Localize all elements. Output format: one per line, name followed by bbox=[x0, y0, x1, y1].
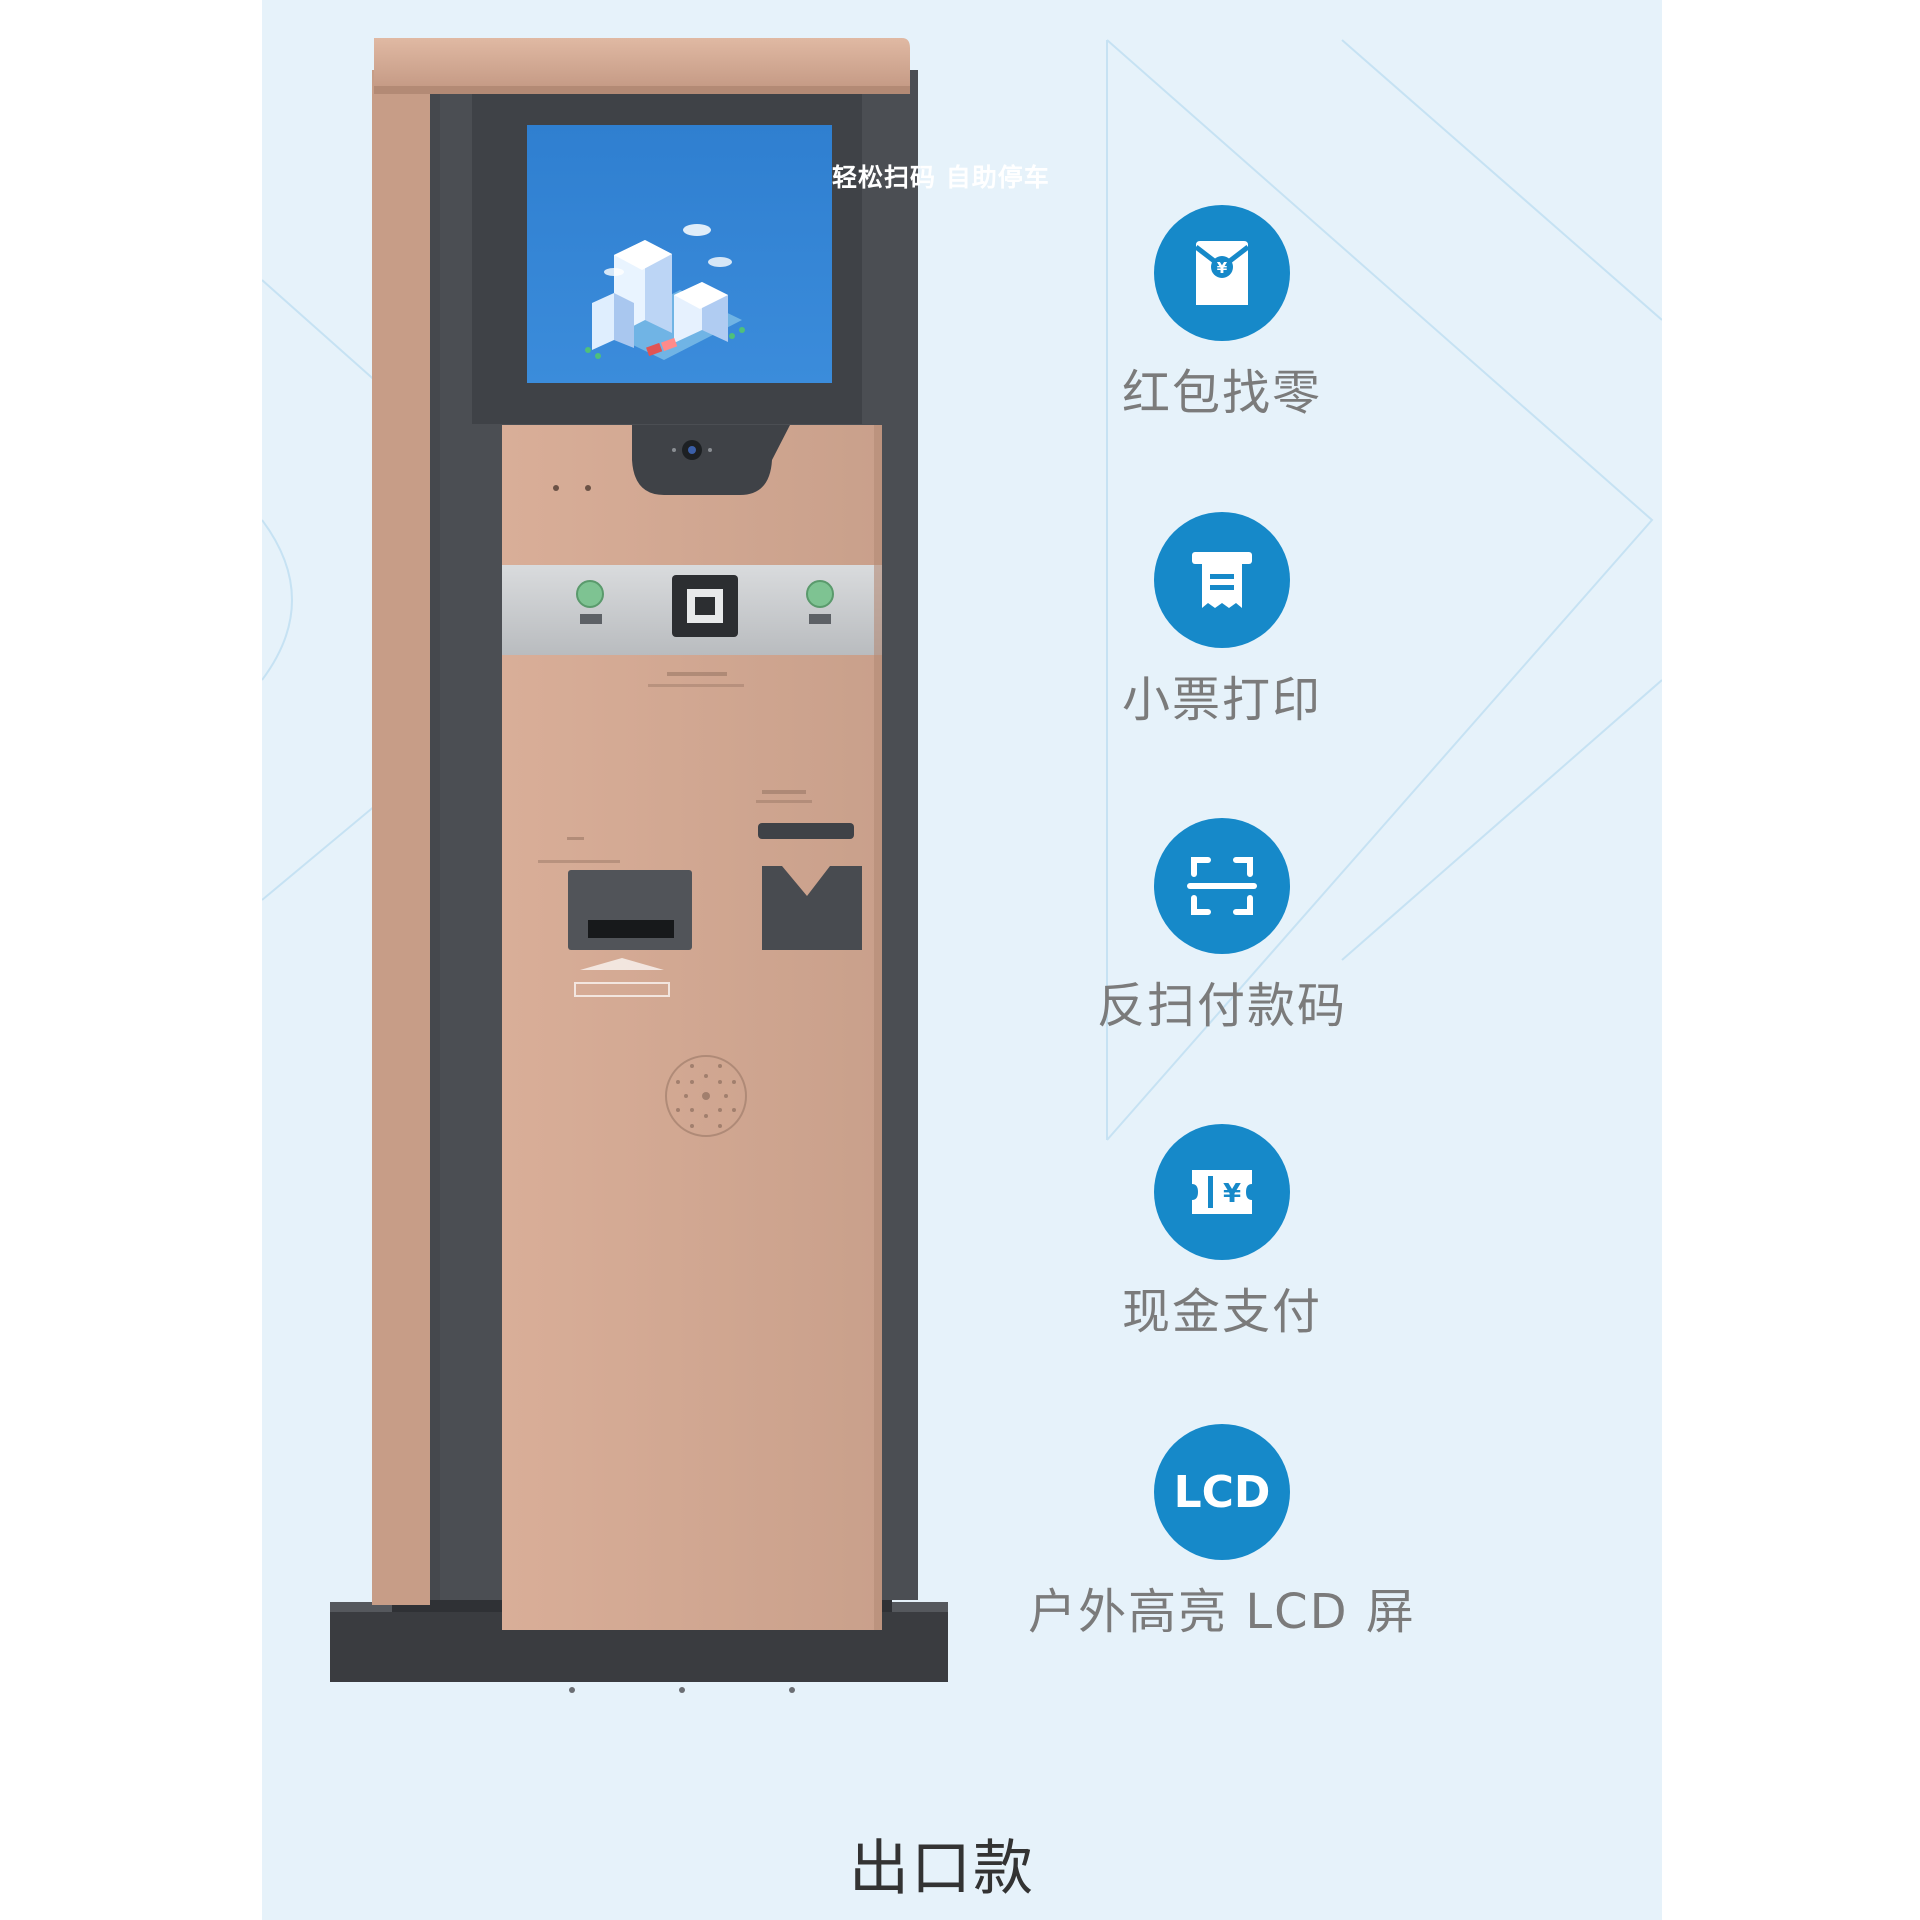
feature-cash-payment: ¥ 现金支付 bbox=[982, 1124, 1462, 1342]
feature-badge bbox=[1154, 512, 1290, 648]
cash-ticket-icon: ¥ bbox=[1192, 1170, 1252, 1214]
feature-reverse-scan-code: 反扫付款码 bbox=[982, 818, 1462, 1036]
kiosk-screen-slogan: 轻松扫码 自助停车 bbox=[832, 163, 1050, 192]
lcd-icon: LCD bbox=[1173, 1466, 1271, 1518]
product-panel: 轻松扫码 自助停车 ¥ 红包找零 小票打印 bbox=[262, 0, 1662, 1920]
red-envelope-icon: ¥ bbox=[1194, 241, 1250, 305]
feature-red-envelope-change: ¥ 红包找零 bbox=[982, 205, 1462, 423]
svg-text:¥: ¥ bbox=[1223, 1179, 1241, 1209]
feature-label: 红包找零 bbox=[1121, 365, 1322, 421]
feature-badge bbox=[1154, 818, 1290, 954]
feature-receipt-print: 小票打印 bbox=[982, 512, 1462, 730]
feature-label: 小票打印 bbox=[1121, 672, 1322, 728]
parking-pay-kiosk-illustration bbox=[330, 38, 948, 1693]
feature-label: 现金支付 bbox=[1121, 1284, 1322, 1340]
feature-badge: ¥ bbox=[1154, 205, 1290, 341]
feature-label: 户外高亮 LCD 屏 bbox=[1028, 1584, 1416, 1640]
receipt-print-icon bbox=[1192, 552, 1252, 608]
svg-text:¥: ¥ bbox=[1217, 259, 1228, 277]
feature-outdoor-lcd: LCD 户外高亮 LCD 屏 bbox=[982, 1424, 1462, 1642]
model-caption: 出口款 bbox=[849, 1834, 1035, 1904]
feature-label: 反扫付款码 bbox=[1096, 978, 1347, 1034]
feature-badge: ¥ bbox=[1154, 1124, 1290, 1260]
feature-badge: LCD bbox=[1154, 1424, 1290, 1560]
scan-code-icon bbox=[1187, 857, 1257, 915]
